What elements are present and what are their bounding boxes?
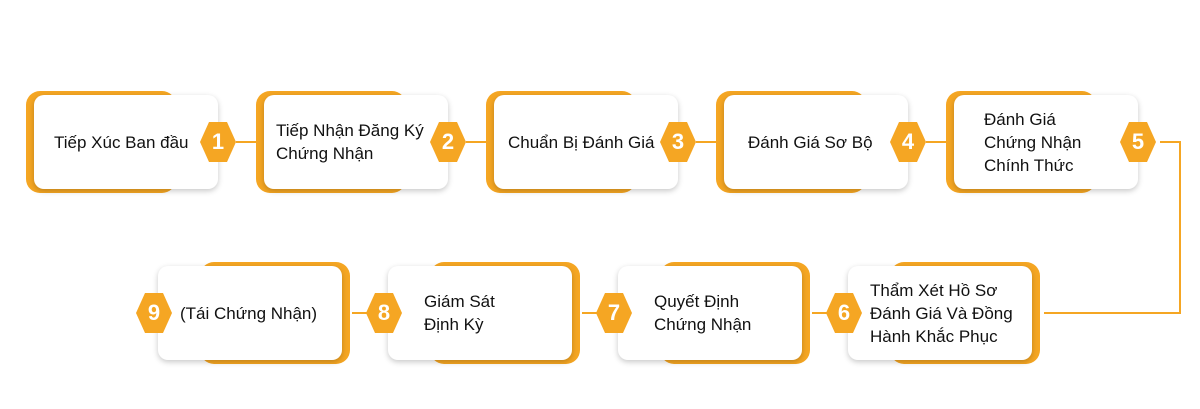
step-card: Quyết Định Chứng Nhận [618,266,802,360]
step-6: Thẩm Xét Hồ Sơ Đánh Giá Và Đồng Hành Khắ… [826,262,1040,364]
step-5: Đánh Giá Chứng Nhận Chính Thức 5 [946,91,1156,193]
step-4: Đánh Giá Sơ Bộ 4 [716,91,926,193]
step-label: Quyết Định Chứng Nhận [654,292,752,334]
step-number-badge: 4 [890,122,926,162]
step-label: Thẩm Xét Hồ Sơ Đánh Giá Và Đồng Hành Khắ… [870,280,1013,346]
step-number-badge: 2 [430,122,466,162]
step-card: Đánh Giá Chứng Nhận Chính Thức [954,95,1138,189]
step-label: Chuẩn Bị Đánh Giá [508,132,655,152]
step-9: (Tái Chứng Nhận) 9 [136,262,350,364]
step-2: Tiếp Nhận Đăng Ký Chứng Nhận 2 [256,91,466,193]
step-card: (Tái Chứng Nhận) [158,266,342,360]
step-card: Tiếp Xúc Ban đầu [34,95,218,189]
step-label: Giám Sát Định Kỳ [424,292,495,334]
step-8: Giám Sát Định Kỳ 8 [366,262,580,364]
step-label: (Tái Chứng Nhận) [180,303,318,323]
step-label: Tiếp Xúc Ban đầu [54,132,189,152]
step-card: Đánh Giá Sơ Bộ [724,95,908,189]
step-7: Quyết Định Chứng Nhận 7 [596,262,810,364]
step-card: Thẩm Xét Hồ Sơ Đánh Giá Và Đồng Hành Khắ… [848,266,1032,360]
step-label: Đánh Giá Chứng Nhận Chính Thức [984,109,1082,175]
step-card: Chuẩn Bị Đánh Giá [494,95,678,189]
step-label: Tiếp Nhận Đăng Ký Chứng Nhận [276,121,424,163]
step-label: Đánh Giá Sơ Bộ [748,132,873,152]
step-number-badge: 5 [1120,122,1156,162]
step-number-badge: 3 [660,122,696,162]
step-1: Tiếp Xúc Ban đầu 1 [26,91,236,193]
step-number-badge: 1 [200,122,236,162]
step-card: Tiếp Nhận Đăng Ký Chứng Nhận [264,95,448,189]
step-card: Giám Sát Định Kỳ [388,266,572,360]
step-3: Chuẩn Bị Đánh Giá 3 [486,91,696,193]
